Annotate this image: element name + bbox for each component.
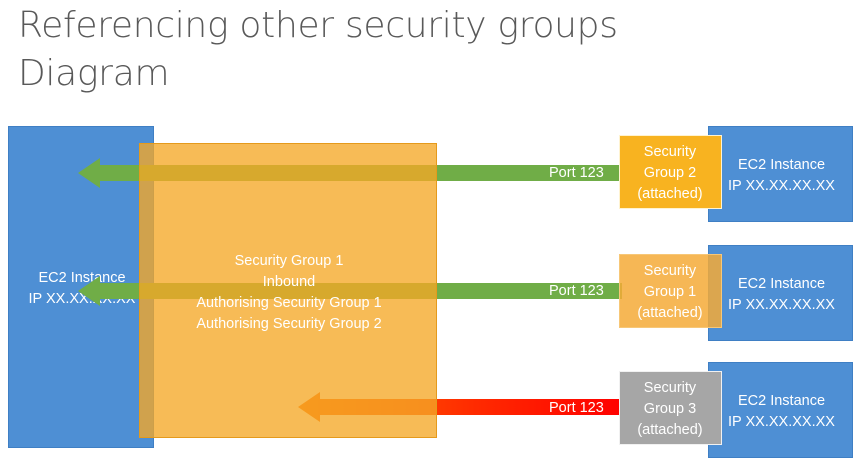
- right-ec2-instance-3: EC2 Instance IP XX.XX.XX.XX: [708, 362, 853, 458]
- sg2-line-2: Group 2: [643, 165, 697, 181]
- title-line-1: Referencing other security groups: [18, 5, 618, 46]
- sg2-line-1: Security: [643, 144, 697, 160]
- security-group-2-attached: Security Group 2 (attached): [619, 135, 722, 209]
- security-group-1-box: Security Group 1 Inbound Authorising Sec…: [139, 143, 437, 438]
- sg3-line-3: (attached): [637, 422, 703, 438]
- sg1-line-3: Authorising Security Group 1: [196, 295, 382, 311]
- instance-2-label: EC2 Instance: [737, 276, 826, 292]
- port-label-row-2: Port 123: [549, 283, 604, 299]
- instance-1-label: EC2 Instance: [737, 157, 826, 173]
- port-label-row-3: Port 123: [549, 400, 604, 416]
- right-ec2-instance-1: EC2 Instance IP XX.XX.XX.XX: [708, 126, 853, 222]
- sg1-attached-line-1: Security: [643, 263, 697, 279]
- title-line-2: Diagram: [18, 53, 170, 94]
- sg1-attached-line-3: (attached): [637, 305, 703, 321]
- sg3-line-2: Group 3: [643, 401, 697, 417]
- sg1-line-2: Inbound: [262, 274, 316, 290]
- port-label-row-1: Port 123: [549, 165, 604, 181]
- instance-3-ip: IP XX.XX.XX.XX: [728, 414, 835, 430]
- sg2-line-3: (attached): [637, 186, 703, 202]
- instance-3-label: EC2 Instance: [737, 393, 826, 409]
- instance-1-ip: IP XX.XX.XX.XX: [728, 178, 835, 194]
- right-ec2-instance-2: EC2 Instance IP XX.XX.XX.XX: [708, 245, 853, 341]
- sg1-line-1: Security Group 1: [234, 253, 344, 269]
- left-instance-label: EC2 Instance: [38, 270, 126, 286]
- sg1-attached-line-2: Group 1: [643, 284, 697, 300]
- instance-2-ip: IP XX.XX.XX.XX: [728, 297, 835, 313]
- sg3-line-1: Security: [643, 380, 697, 396]
- sg1-line-4: Authorising Security Group 2: [196, 316, 382, 332]
- security-group-1-attached: Security Group 1 (attached): [619, 254, 722, 328]
- security-group-3-attached: Security Group 3 (attached): [619, 371, 722, 445]
- slide-title: Referencing other security groups Diagra…: [18, 2, 618, 98]
